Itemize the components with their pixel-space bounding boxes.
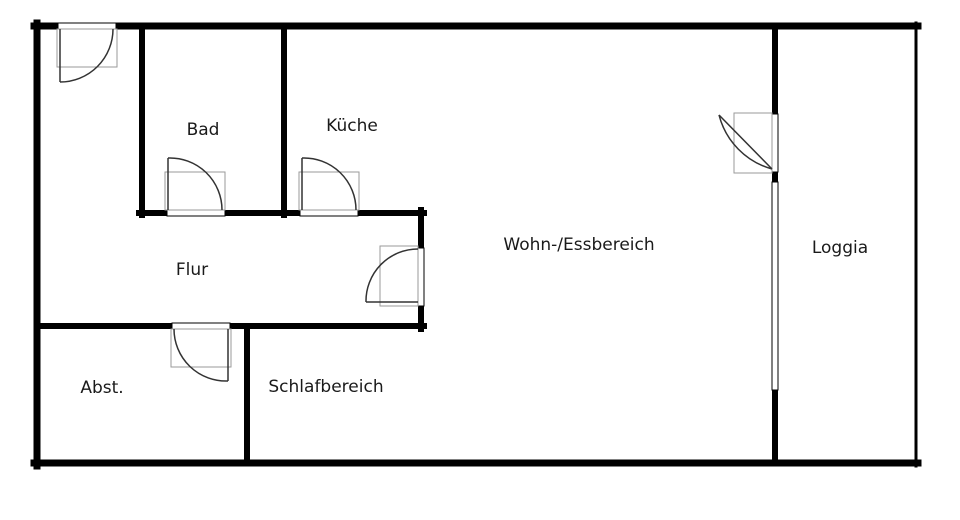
room-label-schlafbereich: Schlafbereich — [268, 377, 384, 397]
door-opening — [299, 209, 359, 217]
loggia-door-icon — [718, 112, 773, 174]
room-label-wohn-essbereich: Wohn-/Essbereich — [503, 235, 655, 255]
door-opening — [57, 22, 117, 30]
flur-side-door-icon — [365, 245, 419, 307]
room-label-loggia: Loggia — [811, 238, 869, 258]
doors — [56, 28, 773, 382]
door-opening — [771, 181, 779, 391]
entrance-icon — [56, 28, 118, 83]
door-opening — [417, 247, 425, 307]
room-label-flur: Flur — [175, 260, 209, 280]
door-opening — [166, 209, 226, 217]
bad-door-icon — [164, 157, 226, 211]
kueche-door-icon — [298, 157, 360, 211]
room-label-bad: Bad — [186, 120, 220, 140]
room-label-abstellraum: Abst. — [80, 378, 124, 398]
door-opening — [171, 322, 231, 330]
abst-door-icon — [170, 328, 232, 382]
door-opening — [771, 113, 779, 173]
room-label-kueche: Küche — [326, 116, 378, 136]
